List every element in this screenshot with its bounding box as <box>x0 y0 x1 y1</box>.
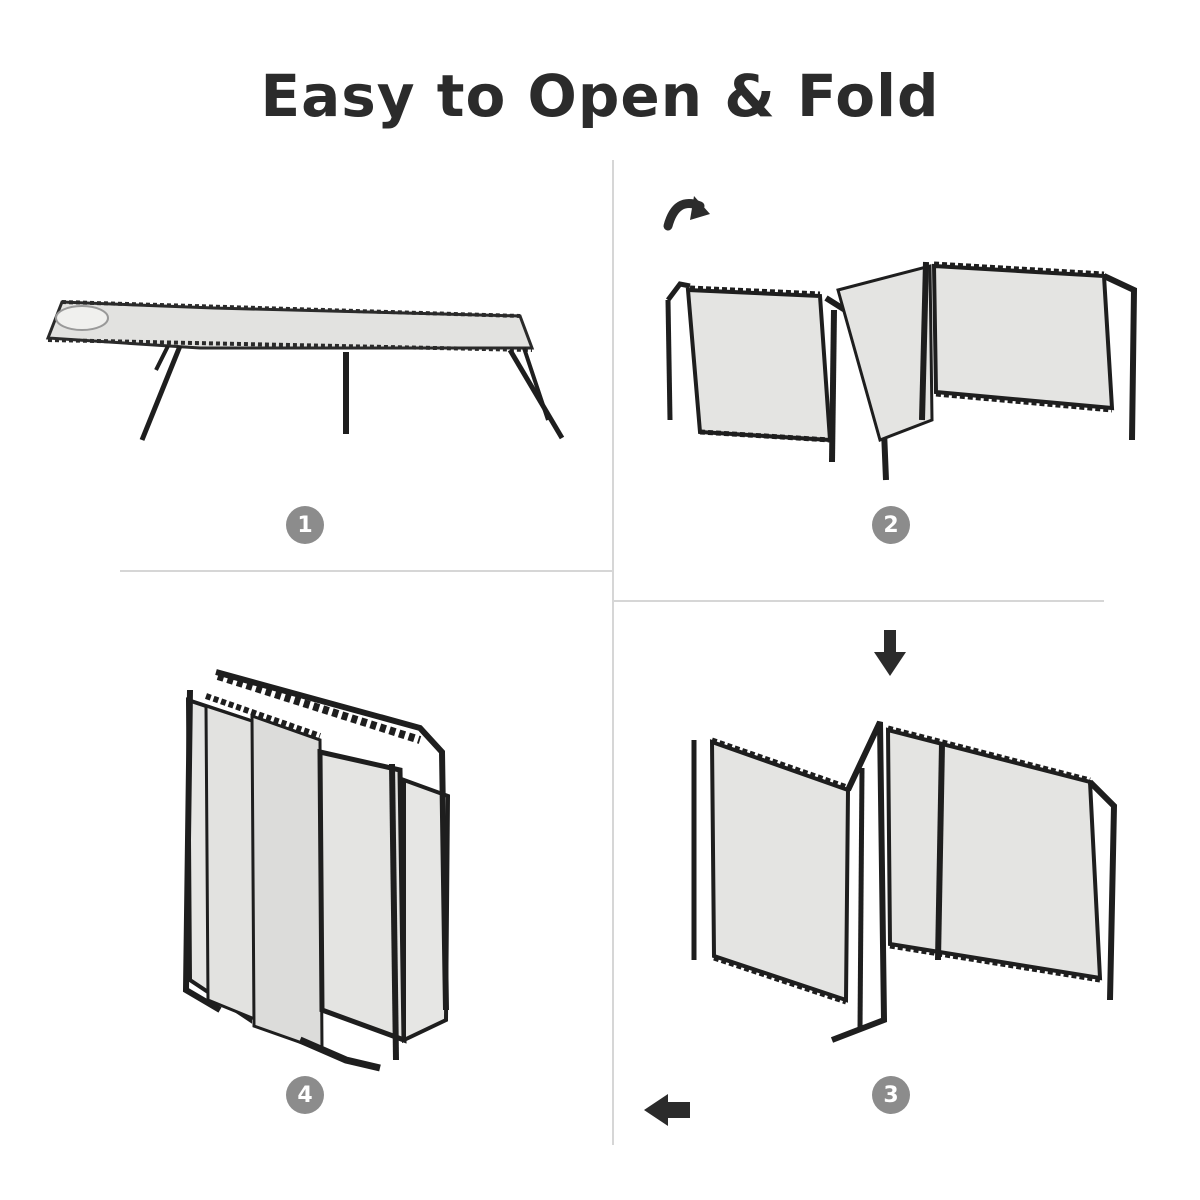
divider-left-horizontal <box>120 570 612 572</box>
step-4-badge: 4 <box>286 1076 324 1114</box>
divider-right-horizontal <box>614 600 1104 602</box>
step-1-badge: 1 <box>286 506 324 544</box>
step-2-badge: 2 <box>872 506 910 544</box>
page-title: Easy to Open & Fold <box>260 62 940 130</box>
step-3-badge: 3 <box>872 1076 910 1114</box>
divider-vertical <box>612 160 614 1145</box>
